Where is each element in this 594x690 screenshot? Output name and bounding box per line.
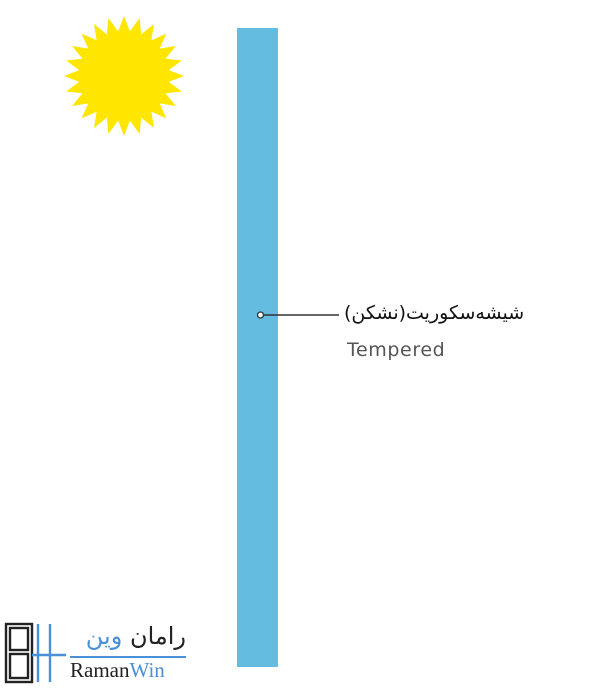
callout-leader-line	[256, 311, 339, 319]
logo-fa-part2: وین	[85, 622, 123, 650]
ramanwin-logo: رامان وین RamanWin	[4, 620, 194, 686]
logo-text-english: RamanWin	[70, 656, 165, 684]
logo-divider	[70, 656, 186, 658]
logo-en-part1: Raman	[70, 658, 130, 682]
glass-label-english: Tempered	[347, 339, 446, 361]
logo-text-persian: رامان وین	[74, 620, 186, 652]
sun-icon	[64, 16, 184, 136]
logo-fa-part1: رامان	[129, 622, 186, 650]
logo-en-part2: Win	[129, 658, 165, 682]
tempered-glass-pane	[237, 28, 278, 667]
window-frame-icon	[4, 622, 66, 684]
callout-dot	[256, 311, 265, 319]
glass-label-persian: شیشه‌سکوریت(نشکن)	[344, 302, 525, 324]
